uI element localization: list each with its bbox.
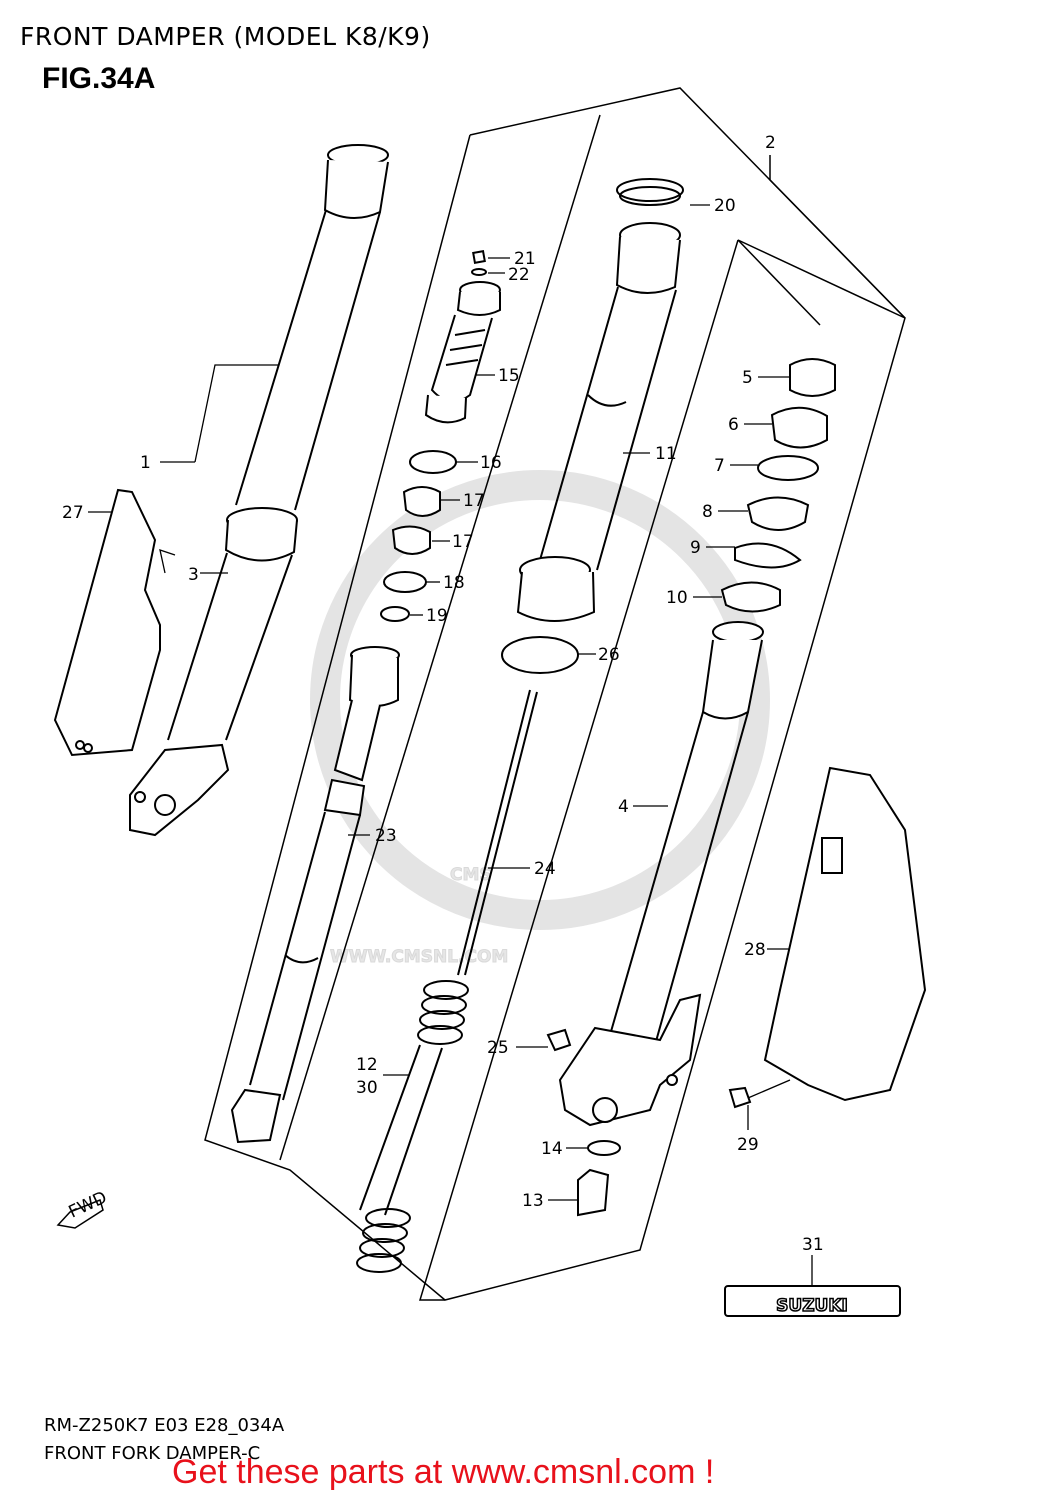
callout-15: 15 <box>498 366 520 386</box>
callout-19: 19 <box>426 606 448 626</box>
callout-4: 4 <box>618 797 629 817</box>
page-title: FRONT DAMPER (MODEL K8/K9) <box>20 22 431 51</box>
damper-rod <box>457 636 579 976</box>
callout-5: 5 <box>742 368 753 388</box>
callout-22: 22 <box>508 265 530 285</box>
valve-assembly <box>424 250 501 424</box>
inner-tube-right <box>558 621 764 1127</box>
callout-16: 16 <box>480 453 502 473</box>
callout-21: 21 <box>514 249 536 269</box>
callout-13: 13 <box>522 1191 544 1211</box>
callout-10: 10 <box>666 588 688 608</box>
callout-24: 24 <box>534 859 556 879</box>
callout-1: 1 <box>140 453 151 473</box>
diagram-description: FRONT FORK DAMPER-C <box>44 1443 261 1464</box>
springs <box>356 980 469 1273</box>
callout-12: 12 <box>356 1055 378 1075</box>
fork-guard-left <box>53 488 161 757</box>
callout-20: 20 <box>714 196 736 216</box>
callout-8: 8 <box>702 502 713 522</box>
callout-14: 14 <box>541 1139 563 1159</box>
suzuki-emblem: SUZUKI <box>724 1285 901 1317</box>
diagram-code: RM-Z250K7 E03 E28_034A <box>44 1415 285 1436</box>
callout-23: 23 <box>375 826 397 846</box>
parts-link[interactable]: Get these parts at www.cmsnl.com ! <box>172 1453 715 1491</box>
leader-lines <box>88 204 813 1286</box>
callout-17a: 17 <box>463 491 485 511</box>
callout-28: 28 <box>744 940 766 960</box>
callout-11: 11 <box>655 444 677 464</box>
callout-29: 29 <box>737 1135 759 1155</box>
forward-arrow: FWD <box>56 1188 110 1229</box>
watermark: CMS WWW.CMSNL.COM <box>310 470 770 968</box>
emblem-text: SUZUKI <box>776 1296 848 1316</box>
damper-cartridge <box>230 646 400 1144</box>
figure-number: FIG.34A <box>42 62 156 95</box>
callout-18: 18 <box>443 573 465 593</box>
callout-31: 31 <box>802 1235 824 1255</box>
callout-2: 2 <box>765 133 776 153</box>
fork-guard-right <box>763 766 927 1102</box>
outer-tube-right <box>516 178 684 622</box>
callout-26: 26 <box>598 645 620 665</box>
callout-6: 6 <box>728 415 739 435</box>
seal-rings <box>380 450 457 622</box>
small-hardware <box>546 1028 752 1217</box>
callout-3: 3 <box>188 565 199 585</box>
assembly-frame <box>204 87 906 1301</box>
callout-labels: 1 2 3 4 5 6 7 8 9 10 11 12 13 14 15 16 1… <box>62 133 824 1255</box>
callout-25: 25 <box>487 1038 509 1058</box>
callout-17b: 17 <box>452 532 474 552</box>
callout-7: 7 <box>714 456 725 476</box>
callout-27: 27 <box>62 503 84 523</box>
outer-tube-left <box>129 144 389 837</box>
bushings-seals <box>619 186 836 613</box>
callout-30: 30 <box>356 1078 378 1098</box>
watermark-url: WWW.CMSNL.COM <box>330 947 508 967</box>
callout-9: 9 <box>690 538 701 558</box>
